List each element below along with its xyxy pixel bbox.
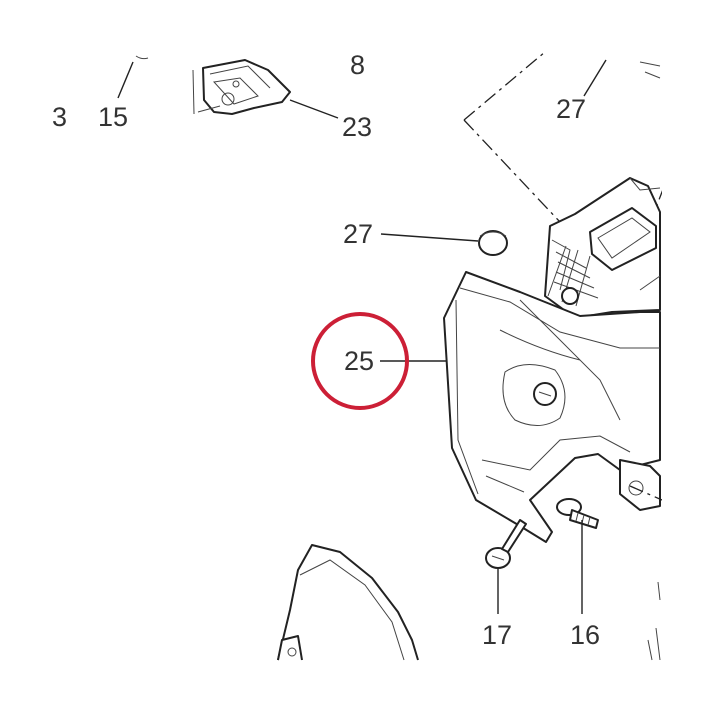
callout-17: 17 (482, 620, 512, 650)
callout-27-cap: 27 (343, 219, 373, 249)
callout-8: 8 (350, 50, 365, 80)
leader-15 (117, 61, 134, 99)
crop-mask-right (662, 0, 720, 720)
callout-3: 3 (52, 102, 67, 132)
callout-15: 15 (98, 102, 128, 132)
part-16-bolt (556, 498, 599, 529)
part-25-cover (443, 271, 663, 543)
part-27-cap (478, 230, 508, 256)
crop-mask-bottom (0, 662, 720, 720)
leader-lines (117, 59, 607, 614)
leader-27-cap (380, 233, 479, 242)
part-17-screw (485, 519, 527, 569)
upper-bracket-assembly (544, 177, 661, 319)
lower-shell-part (277, 544, 419, 661)
callout-16: 16 (570, 620, 600, 650)
part-23-clip (192, 59, 291, 115)
highlight-circle-25 (311, 312, 409, 410)
leader-23 (289, 99, 339, 119)
callout-labels: 15 23 8 27 27 25 17 16 3 (52, 50, 600, 650)
callout-27-top: 27 (556, 94, 586, 124)
leader-27-top (583, 59, 607, 97)
callout-23: 23 (342, 112, 372, 142)
callout-25: 25 (344, 346, 374, 376)
edge-fragments (135, 55, 661, 661)
